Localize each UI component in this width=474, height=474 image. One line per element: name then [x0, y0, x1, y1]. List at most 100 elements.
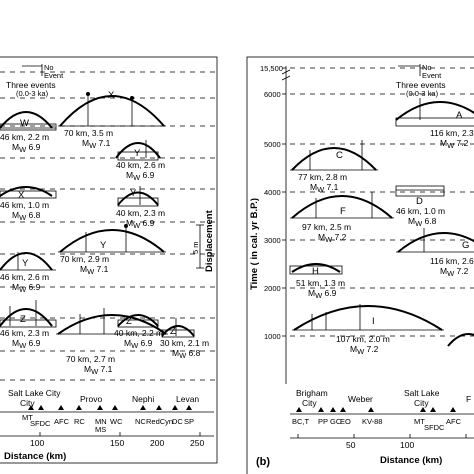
x-tick-label: 200	[150, 438, 164, 448]
site-label: WC	[110, 417, 123, 426]
rupture-y-mid: Y 40 km, 2.3 m MW 6.9	[116, 186, 165, 230]
rupture-z-mid: Z 40 km, 2.2 m MW 6.9	[114, 314, 163, 350]
rupture-length: 70 km, 2.7 m	[66, 354, 115, 364]
rupture-length: 46 km, 2.2 m	[0, 132, 49, 142]
rupture-magnitude: MW 6.9	[124, 338, 153, 350]
rupture-length: 40 km, 2.3 m	[116, 208, 165, 218]
y-tick-label: 15,500	[260, 64, 283, 73]
site-label: BC,T	[292, 417, 310, 426]
right-y-axis: 15,500 6000 5000 4000 3000 2000 1000 Tim…	[249, 64, 291, 384]
y-tick-label: 4000	[264, 188, 281, 197]
right-legend: No Event Three events (0.0-3 ka)	[396, 63, 446, 98]
rupture-arc-z	[117, 314, 159, 327]
right-panel: 15,500 6000 5000 4000 3000 2000 1000 Tim…	[246, 56, 474, 474]
segment-box	[0, 123, 57, 131]
rupture-w: W 46 km, 2.2 m MW 6.9	[0, 111, 57, 154]
panel-label-b: (b)	[256, 456, 270, 468]
segment-box	[117, 151, 159, 161]
site-label: NC	[135, 417, 146, 426]
rupture-arc-z	[57, 314, 167, 335]
rupture-magnitude: MW 7.2	[350, 344, 379, 356]
rupture-length: 77 km, 2.8 m	[298, 172, 347, 182]
rupture-a: A 116 km, 2.3 MW 7.2	[395, 98, 474, 150]
site-triangle	[58, 405, 64, 410]
site-label: PP	[318, 417, 328, 426]
segment-label: City	[414, 398, 429, 408]
site-label: KV-88	[362, 417, 382, 426]
displacement-label: Displacement	[204, 209, 215, 272]
site-label: MT	[414, 417, 425, 426]
site-label: AFC	[446, 417, 462, 426]
rupture-arc-f	[291, 195, 393, 219]
y-axis-title: Time ( in cal. yr B.P.)	[249, 198, 260, 290]
rupture-magnitude: MW 7.1	[84, 364, 113, 376]
no-event-label: Event	[44, 71, 64, 80]
rupture-magnitude: MW 6.8	[12, 210, 41, 222]
rupture-z-left: Z 46 km, 2.3 m MW 6.9	[0, 300, 57, 350]
segment-label: Nephi	[132, 394, 154, 404]
no-event-label: No	[422, 63, 432, 72]
no-event-label: No	[44, 63, 54, 72]
rupture-magnitude: MW 6.9	[12, 338, 41, 350]
segment-box	[161, 329, 195, 338]
y-tick-label: 2000	[264, 284, 281, 293]
rupture-arc-w	[0, 111, 53, 129]
rupture-length: 30 km, 2.1 m	[160, 338, 209, 348]
site-triangle	[368, 407, 374, 412]
x-tick-label: 50	[346, 440, 356, 450]
rupture-arc-y	[117, 191, 159, 206]
rupture-arc-x	[59, 95, 165, 127]
y-tick-label: 5000	[264, 140, 281, 149]
x-tick-label: 100	[400, 440, 414, 450]
y-tick-label: 3000	[264, 236, 281, 245]
rupture-arc-i	[293, 305, 443, 331]
site-marker	[124, 224, 128, 228]
x-tick-label: 150	[110, 438, 124, 448]
rupture-length: 46 km, 1.0 m	[0, 200, 49, 210]
arc-label-z: Z	[20, 314, 26, 325]
arc-label-y: Y	[22, 258, 29, 269]
arc-label-c: C	[336, 150, 343, 161]
site-triangle	[28, 405, 34, 410]
site-label: DC	[172, 417, 183, 426]
site-label: RC	[74, 417, 85, 426]
rupture-magnitude: MW 6.9	[126, 170, 155, 182]
arc-label-h: H	[312, 266, 319, 277]
segment-label: Brigham	[296, 388, 328, 398]
rupture-arc-y	[0, 252, 53, 271]
x-tick-label: 250	[190, 438, 204, 448]
rupture-magnitude: MW 7.2	[318, 232, 347, 244]
rupture-c: C 77 km, 2.8 m MW 7.1	[290, 140, 378, 194]
right-x-axis: 50 100 Distance (km) (b)	[256, 434, 474, 468]
rupture-magnitude: MW 6.9	[12, 282, 41, 294]
rupture-arc-y	[115, 142, 161, 159]
arc-label-f: F	[340, 206, 346, 217]
three-events-range: (0.0-3 ka)	[406, 89, 439, 98]
rupture-y-top: Y 40 km, 2.6 m MW 6.9	[115, 140, 165, 182]
rupture-f: F 97 km, 2.5 m MW 7.2	[290, 192, 394, 244]
rupture-magnitude: MW 7.2	[440, 266, 469, 278]
arc-label-w: W	[20, 118, 29, 129]
three-events-label: Three events	[6, 80, 56, 90]
site-triangle	[430, 407, 436, 412]
rupture-length: 46 km, 1.0 m	[396, 206, 445, 216]
rupture-arc-g	[397, 232, 474, 253]
rupture-h: H 51 km, 1.3 m MW 6.9	[289, 263, 345, 300]
rupture-g: G 116 km, 2.6 MW 7.2	[396, 228, 474, 278]
three-events-range: (0.0-3 ka)	[16, 89, 49, 98]
right-panel-frame	[246, 56, 474, 474]
three-events-label: Three events	[396, 80, 446, 90]
left-x-axis: 100 150 200 250 Distance (km)	[0, 432, 214, 462]
rupture-length: 107 km, 2.0 m	[336, 334, 390, 344]
segment-box	[395, 185, 445, 197]
rupture-arc-y	[59, 229, 165, 253]
rupture-length: 51 km, 1.3 m	[296, 278, 345, 288]
arc-label-y: Y	[100, 240, 107, 251]
arc-label-x: X	[18, 190, 25, 201]
rupture-d: D 46 km, 1.0 m MW 6.8	[395, 185, 445, 228]
arc-label-a: A	[456, 110, 463, 121]
rupture-length: 116 km, 2.6	[430, 256, 474, 266]
site-label: GC	[330, 417, 342, 426]
site-triangle	[296, 407, 302, 412]
